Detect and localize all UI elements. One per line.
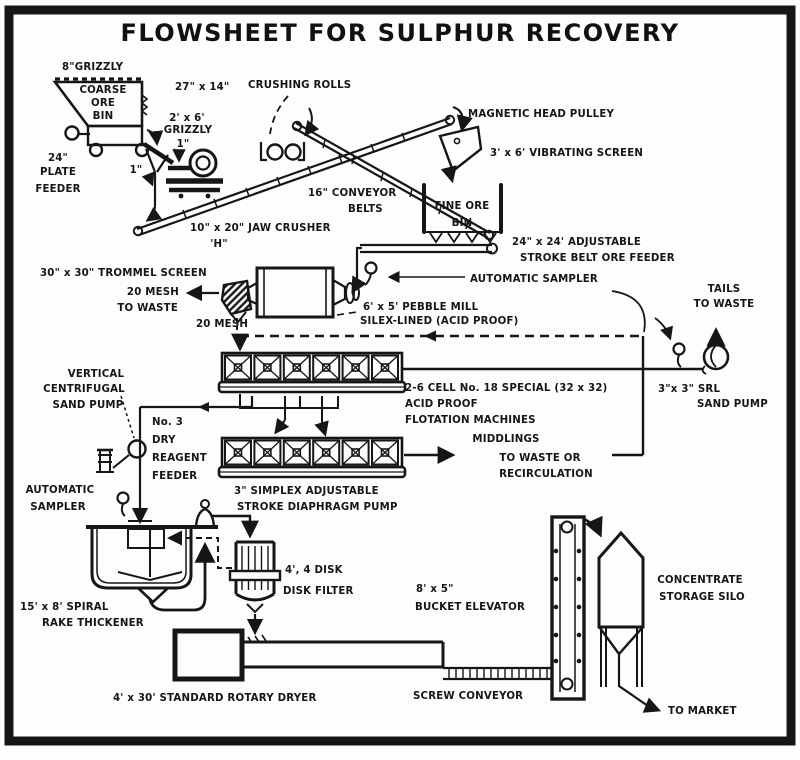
grizzly-2x6 [141,129,186,222]
page-title: FLOWSHEET FOR SULPHUR RECOVERY [120,19,679,47]
label-filter-2: DISK FILTER [283,586,354,597]
automatic-sampler-tails [654,317,686,368]
label-reagent-2: DRY [152,435,176,446]
label-grizzly26-cut: 1" [177,139,190,150]
label-reagent-1: No. 3 [152,417,183,428]
label-trommel: 30" x 30" TROMMEL SCREEN [40,268,207,279]
label-plate-feeder-2: PLATE [40,167,76,178]
automatic-sampler-top [364,261,465,286]
flotation-connecting-pipes [239,394,339,437]
label-rotary-dryer: 4' x 30' STANDARD ROTARY DRYER [113,693,317,704]
sheet-border [4,5,796,746]
label-magnetic-pulley: MAGNETIC HEAD PULLEY [468,109,614,120]
label-plate-feeder-1: 24" [48,153,68,164]
srl-sand-pump [402,327,730,375]
label-acid-2: FLOTATION MACHINES [405,415,536,426]
label-reagent-3: REAGENT [152,453,207,464]
label-fine-bin-2: BIN [452,218,473,229]
label-vcp-2: CENTRIFUGAL [43,384,125,395]
dashed-return-line [231,290,646,457]
label-vcp-1: VERTICAL [68,369,125,380]
diaphragm-pump [194,499,259,539]
label-sampler-left-2: SAMPLER [30,502,86,513]
label-tails-1: TAILS [708,284,741,295]
label-jaw-model: 'H" [210,239,228,250]
label-silo-1: CONCENTRATE [657,575,743,586]
belt-ore-feeder [351,242,498,294]
trommel-screen [185,279,253,324]
label-sampler-right: AUTOMATIC SAMPLER [470,274,598,285]
label-srl-2: SAND PUMP [697,399,768,410]
jaw-crusher [166,148,223,199]
label-flot-cells: 2-6 CELL No. 18 SPECIAL (32 x 32) [405,383,607,394]
label-conveyor-2: BELTS [348,204,383,215]
label-coarse-ore-3: BIN [93,111,114,122]
conveyor-belts [132,105,495,241]
flotation-bank-cleaner [219,438,405,477]
label-filter-1: 4', 4 DISK [285,565,344,576]
label-rolls-size: 27" x 14" [175,82,229,93]
label-coarse-ore-2: ORE [91,98,115,109]
label-one-inch: 1" [130,165,143,176]
label-pebble-1: 6' x 5' PEBBLE MILL [363,302,479,313]
label-thickener-2: RAKE THICKENER [42,618,144,629]
crushing-rolls [259,95,320,162]
label-conveyor-1: 16" CONVEYOR [308,188,396,199]
label-grizzly26-size: 2' x 6' [169,113,204,124]
dry-reagent-feeder [96,448,114,473]
fine-ore-bin [422,183,503,244]
spiral-rake-thickener [86,520,232,612]
label-20mesh-1: 20 MESH [127,287,179,298]
label-grizzly-8: 8"GRIZZLY [62,62,124,73]
label-sampler-left-1: AUTOMATIC [26,485,95,496]
label-simplex-1: 3" SIMPLEX ADJUSTABLE [234,486,379,497]
screw-conveyor [443,666,551,681]
label-simplex-2: STROKE DIAPHRAGM PUMP [237,502,398,513]
plate-feeder [64,125,150,158]
coarse-ore-bin [52,77,149,147]
label-acid-1: ACID PROOF [405,399,478,410]
label-thickener-1: 15' x 8' SPIRAL [20,602,109,613]
label-to-market: TO MARKET [668,706,737,717]
label-coarse-ore-1: COARSE [79,85,126,96]
label-belt-feeder-1: 24" x 24' ADJUSTABLE [512,237,641,248]
label-jaw-crusher: 10" x 20" JAW CRUSHER [190,223,331,234]
label-belt-feeder-2: STROKE BELT ORE FEEDER [520,253,675,264]
vertical-centrifugal-sand-pump [112,395,254,525]
label-rolls-name: CRUSHING ROLLS [248,80,351,91]
vibrating-screen [438,125,483,184]
label-tails-2: TO WASTE [694,299,755,310]
disk-filter [228,540,282,644]
label-20mesh-b: 20 MESH [196,319,248,330]
label-silo-2: STORAGE SILO [659,592,745,603]
label-middlings-1: MIDDLINGS [472,434,539,445]
label-vibrating-screen: 3' x 6' VIBRATING SCREEN [490,148,643,159]
label-20mesh-2: TO WASTE [117,303,178,314]
label-srl-1: 3"x 3" SRL [658,384,720,395]
label-vcp-3: SAND PUMP [53,400,124,411]
concentrate-storage-silo [597,530,662,713]
label-fine-bin-1: FINE ORE [435,201,490,212]
label-middlings-2: TO WASTE OR [499,453,580,464]
label-middlings-3: RECIRCULATION [499,469,593,480]
flotation-bank-rougher [219,353,405,392]
label-reagent-4: FEEDER [152,471,197,482]
rotary-dryer [172,628,445,682]
label-grizzly26-name: GRIZZLY [164,125,213,136]
bucket-elevator [550,515,603,701]
label-bucket-1: 8' x 5" [416,584,454,595]
label-screw-conveyor: SCREW CONVEYOR [413,691,523,702]
automatic-sampler-left [116,491,130,517]
label-pebble-2: SILEX-LINED (ACID PROOF) [360,316,518,327]
pebble-mill [246,266,360,319]
label-plate-feeder-3: FEEDER [35,184,80,195]
label-bucket-2: BUCKET ELEVATOR [415,602,525,613]
